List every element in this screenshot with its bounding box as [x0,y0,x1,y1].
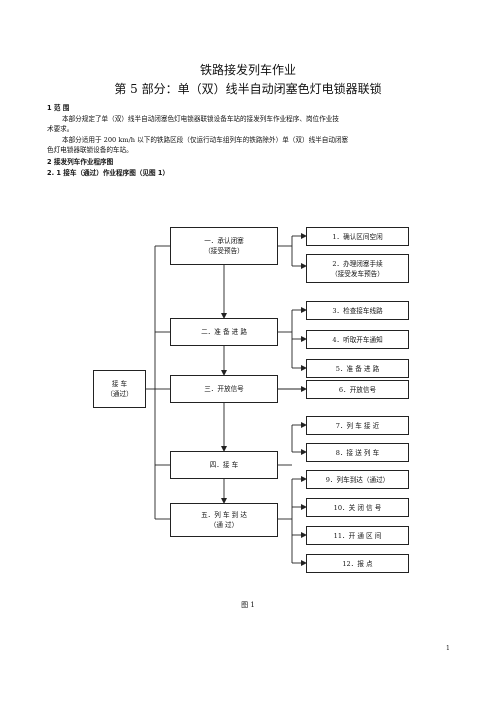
flow-stage-5: 五．列 车 到 达 （通 过） [170,503,278,537]
flow-step-2-label: 2．办理闭塞手续 [332,259,383,268]
flow-stage-1-line-2: （接受预告） [204,247,244,255]
flow-step-7: 7．列 车 接 近 [306,416,409,435]
flow-step-2-sublabel: （接受发车预告） [331,269,384,278]
section-2-1-heading: 2. 1 接车（通过）作业程序图（见图 1） [47,169,170,177]
flow-step-6: 6．开放信号 [306,380,409,399]
flow-step-5: 5．准 备 进 路 [306,359,409,378]
flow-step-2: 2．办理闭塞手续 （接受发车预告） [306,254,409,283]
page-number: 1 [446,645,450,652]
flow-root-line-2: （通过） [106,390,133,398]
flow-step-1-label: 1．确认区间空闲 [332,232,383,241]
flow-step-9: 9．列车到达（通过） [306,470,409,489]
document-title: 铁路接发列车作业 [199,63,296,77]
flow-step-9-label: 9．列车到达（通过） [325,475,390,484]
section-1-para-2-line-2: 色灯电锁器联锁设备的车站。 [47,146,133,154]
flow-step-4: 4．听取开车通知 [306,330,409,349]
flow-step-12: 12．报 点 [306,554,409,573]
section-1-para-2-line-1: 本部分适用于 200 km/h 以下的铁路区段（仅运行动车组列车的铁路除外）单（… [62,136,349,144]
flow-step-7-label: 7．列 车 接 近 [335,421,380,430]
figure-caption: 图 1 [241,601,255,609]
flow-stage-4: 四．接 车 [170,451,278,479]
flow-stage-2: 二．准 备 进 路 [170,318,278,346]
flow-stage-5-line-2: （通 过） [209,521,239,529]
flow-stage-4-line-1: 四．接 车 [209,461,239,469]
flow-stage-5-line-1: 五．列 车 到 达 [201,511,247,519]
flow-step-12-label: 12．报 点 [342,559,373,568]
flow-step-8: 8．接 送 列 车 [306,443,409,462]
flow-stage-1-line-1: 一．承认闭塞 [204,237,244,245]
flow-stage-1: 一．承认闭塞 （接受预告） [170,227,278,265]
flow-root-line-1: 接 车 [111,380,128,388]
flow-step-3-label: 3．检查接车线路 [332,306,383,315]
section-1-para-1-line-2: 术要求。 [47,125,74,133]
flow-stage-2-line-1: 二．准 备 进 路 [201,328,247,336]
flow-step-11: 11．开 通 区 间 [306,526,409,545]
flow-stage-3: 三．开放信号 [170,375,278,403]
section-1-para-1-line-1: 本部分规定了单（双）线半自动闭塞色灯电锁器联锁设备车站的接发列车作业程序、岗位作… [62,115,339,123]
flow-step-5-label: 5．准 备 进 路 [335,364,380,373]
section-1-heading: 1 范 围 [47,104,70,112]
flow-step-10: 10．关 闭 信 号 [306,498,409,517]
section-2-heading: 2 接发列车作业程序图 [47,158,114,166]
flow-stage-3-line-1: 三．开放信号 [204,385,244,393]
document-subtitle: 第 5 部分：单（双）线半自动闭塞色灯电锁器联锁 [114,82,382,96]
flow-step-10-label: 10．关 闭 信 号 [333,503,382,512]
flow-step-6-label: 6．开放信号 [338,385,377,394]
flow-step-11-label: 11．开 通 区 间 [333,531,382,540]
flow-step-4-label: 4．听取开车通知 [332,335,383,344]
flow-step-8-label: 8．接 送 列 车 [335,448,380,457]
flow-step-3: 3．检查接车线路 [306,301,409,320]
flow-step-1: 1．确认区间空闲 [306,227,409,246]
flow-root-box: 接 车 （通过） [93,370,146,408]
